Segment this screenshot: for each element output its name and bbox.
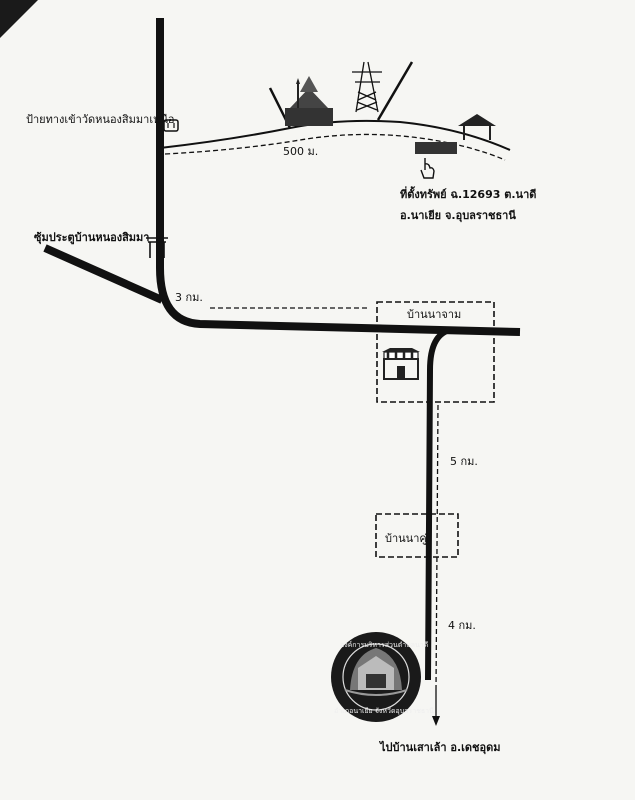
sign-icon: [163, 119, 179, 132]
label-to-south: ไปบ้านเสาเล้า อ.เดชอุดม: [380, 741, 501, 754]
road-north-south-west: [156, 18, 521, 336]
road-temple-right: [376, 61, 414, 121]
seal-text-bottom: อำเภอนาเยีย จังหวัดอุบลราชธานี: [334, 707, 434, 715]
label-village-second: บ้านนาคู่: [385, 532, 427, 545]
label-village-main: บ้านนาจาม: [407, 308, 462, 321]
power-tower-icon: [352, 61, 382, 113]
market-icon: [382, 348, 420, 380]
dash-south: [435, 404, 439, 691]
road-south: [425, 327, 451, 681]
distance-south-leg-2: 4 กม.: [448, 619, 476, 632]
village-box-main: [376, 301, 495, 403]
road-top: [159, 119, 511, 151]
scan-corner: [0, 0, 38, 38]
site-plot: [415, 142, 457, 154]
label-north-junction: ป้ายทางเข้าวัดหนองสิมมาเหนือ: [26, 113, 175, 126]
label-site-line2: อ.นาเยีย จ.อุบลราชธานี: [400, 209, 516, 222]
temple-icon: [285, 76, 333, 126]
distance-west-leg: 3 กม.: [175, 291, 203, 304]
gate-icon: [146, 237, 168, 258]
road-diagonal-west: [43, 244, 164, 304]
label-site-line1: ที่ตั้งทรัพย์ ฉ.12693 ต.นาดี: [400, 188, 537, 201]
pointer-hand-icon: [420, 158, 435, 179]
road-top-dashed: [164, 133, 506, 161]
distance-top-road: 500 ม.: [283, 145, 319, 158]
seal-text-top: องค์การบริหารส่วนตำบลนาดี: [340, 641, 429, 649]
distance-south-leg-1: 5 กม.: [450, 455, 478, 468]
village-box-second: [375, 513, 459, 558]
arrow-down-icon: [432, 690, 440, 726]
label-north-gate: ซุ้มประตูบ้านหนองสิมมา: [34, 231, 150, 244]
seal-emblem: [331, 632, 421, 722]
shelter-icon: [458, 114, 496, 140]
